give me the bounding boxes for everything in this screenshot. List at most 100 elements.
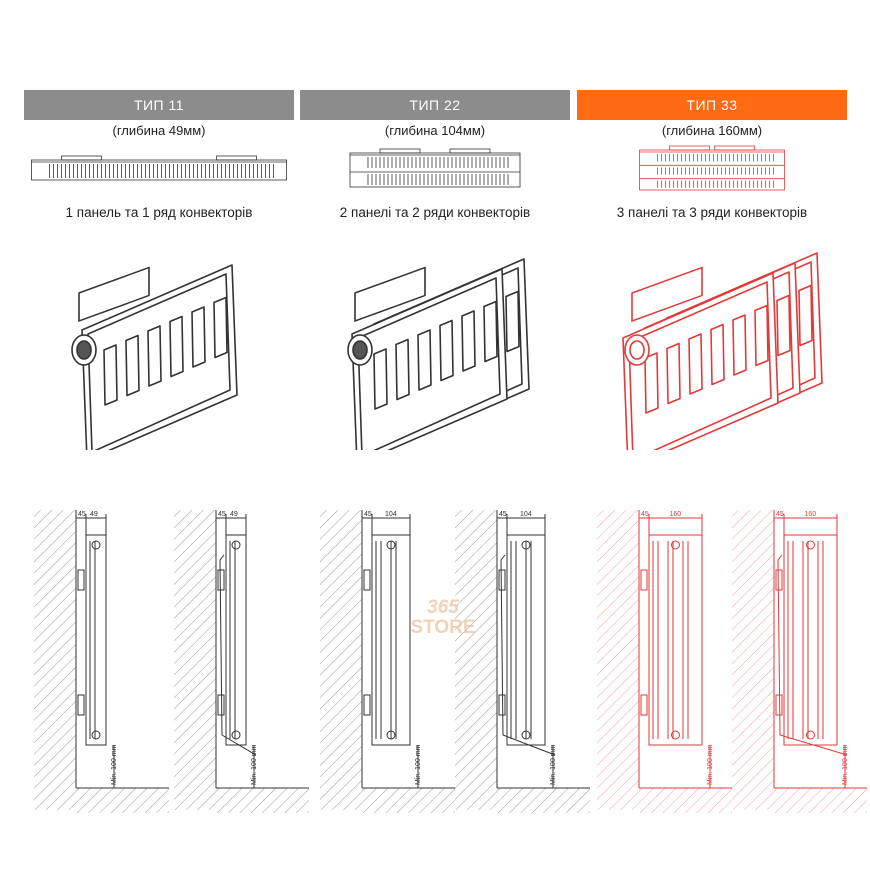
wall-bracket [77,569,85,591]
section-outline [31,155,287,181]
type-22-description: 2 панелі та 2 ряди конвекторів [339,205,531,220]
dim-label-a: 45 [364,511,372,518]
pipe-body [354,266,426,322]
min-label: Min. 100 mm [842,744,849,785]
wall-bracket [217,694,225,716]
fin [710,323,725,386]
fin [483,300,498,363]
fin [169,315,184,378]
dim-label-a: 45 [78,511,86,518]
type-33-header: ТИП 33 [577,90,847,120]
floor-hatch [497,788,590,813]
pipe-hole [629,340,645,360]
watermark-number: 365 [427,597,459,618]
fin [213,296,228,359]
type-22-column: ТИП 22 (глибина 104мм) 2 панелі та 2 ряд… [300,0,590,870]
type-22-cross-section [349,148,521,188]
bottom-valve [521,730,531,740]
radiator-outline [371,534,411,746]
fin [732,314,747,376]
dim-label-a: 45 [776,511,784,518]
top-valve [806,540,815,550]
top-grille [61,155,102,161]
fin [461,310,476,372]
top-grille [669,145,710,151]
wall-bracket [363,569,371,591]
wall-hatch [320,510,362,810]
section-body [31,159,287,181]
fin [754,304,769,367]
radiator-outline [85,534,107,746]
fin [373,348,388,410]
cover-bracket [777,554,848,756]
section-outline [349,148,521,188]
bottom-valve [806,730,815,740]
wall-bracket [775,694,783,716]
radiator-side [76,514,115,788]
bottom-valve [386,730,396,740]
fin [103,344,118,406]
dim-label-b: 160 [805,511,817,518]
floor-hatch [362,788,455,813]
type-33-column: ТИП 33 (глибина 160мм) 3 панелі та 3 ряд… [577,0,867,870]
min-label: Min. 100 mm [111,744,118,785]
fin [439,319,454,382]
type-22-depth: (глибина 104мм) [384,123,486,138]
section-outline [639,145,785,191]
min-label: Min. 100 mm [415,744,422,785]
fin [505,290,520,353]
bottom-valve [231,730,241,740]
wall-bracket [363,694,371,716]
floor-hatch [639,788,732,813]
radiator-side [216,514,257,788]
radiator-iso [347,258,530,450]
type-11-isometric [71,264,238,450]
floor-hatch [216,788,309,813]
top-grille [379,148,421,154]
cover-bracket [219,554,257,756]
bottom-valve [671,730,680,740]
wall-bracket [217,569,225,591]
type-11-header: ТИП 11 [24,90,294,120]
radiator-side [362,514,419,788]
type-33-cross-section [639,145,785,191]
fin [147,325,162,387]
wall-hatch [732,510,774,810]
dim-label-b: 104 [385,511,397,518]
fin [644,352,659,414]
min-label: Min. 100 mm [251,744,258,785]
pipe-body [631,266,703,322]
dim-label-b: 160 [670,511,682,518]
floor-hatch [774,788,867,813]
type-33-description: 3 панелі та 3 ряди конвекторів [616,205,808,220]
type-11-description: 1 панель та 1 ряд конвекторів [65,205,253,220]
min-label: Min. 100 mm [707,744,714,785]
type-33-depth: (глибина 160мм) [661,123,763,138]
top-grille [714,145,755,151]
wall-bracket [775,569,783,591]
fin [395,338,410,401]
dim-label-a: 45 [641,511,649,518]
radiator-outline [648,534,703,746]
fin [417,329,432,391]
dim-label-b: 49 [230,511,238,518]
type-11-depth: (глибина 49мм) [112,123,206,138]
type-33-isometric [622,252,823,450]
type-22-header: ТИП 22 [300,90,570,120]
section-body [639,149,785,191]
radiator-iso [622,252,823,450]
fin [666,342,681,405]
wall-hatch [174,510,216,810]
radiator-side [639,514,711,788]
bottom-valve [91,730,101,740]
dim-label-b: 49 [90,511,98,518]
dim-label-a: 45 [218,511,226,518]
top-valve [671,540,680,550]
top-valve [231,540,241,550]
radiator-iso [71,264,238,450]
top-valve [521,540,531,550]
